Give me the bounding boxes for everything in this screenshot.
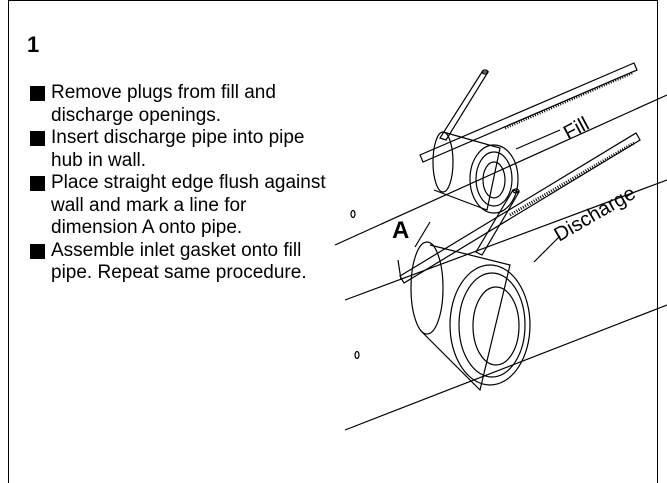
dimension-a-label: A [392, 217, 409, 244]
step-number: 1 [27, 32, 40, 57]
instruction-list: Remove plugs from fill and discharge ope… [30, 82, 330, 285]
instruction-text: Assemble inlet gasket onto fill pipe. Re… [51, 239, 307, 284]
fill-pipe-opening [482, 161, 506, 199]
fill-pipe-wall-end [432, 131, 454, 193]
dimension-a-line [414, 221, 431, 248]
instruction-text: Place straight edge flush against wall a… [51, 172, 326, 238]
dimension-a-line [397, 259, 402, 281]
instruction-text: Insert discharge pipe into pipe hub in w… [51, 127, 305, 171]
fill-marking-pencil [439, 71, 490, 141]
instruction-panel [8, 0, 658, 483]
square-bullet-icon [30, 176, 45, 191]
fill-pipe-inner-ring [475, 151, 513, 207]
wall-hole-icon [354, 350, 360, 360]
discharge-pipe-opening [472, 286, 520, 366]
instruction-item: Assemble inlet gasket onto fill pipe. Re… [30, 240, 330, 285]
instruction-text: Remove plugs from fill and discharge ope… [51, 82, 276, 126]
square-bullet-icon [30, 243, 45, 259]
instruction-item: Insert discharge pipe into pipe hub in w… [30, 127, 330, 172]
discharge-pipe-outer-ring [449, 264, 531, 386]
discharge-marking-pencil [475, 189, 520, 256]
fill-straight-edge [419, 62, 638, 163]
fill-rule-marks [504, 71, 633, 130]
discharge-pipe-wall-end [410, 241, 444, 335]
fill-pipe-outer-ring [469, 144, 519, 214]
discharge-straight-edge [399, 132, 641, 284]
wall-edge-line [334, 94, 667, 246]
discharge-leader-line [533, 235, 561, 263]
wall-edge-line [344, 179, 667, 301]
instruction-item: Place straight edge flush against wall a… [30, 172, 330, 240]
square-bullet-icon [30, 131, 45, 146]
wall-edge-line [344, 304, 667, 431]
wall-hole-icon [350, 209, 356, 219]
discharge-label: Discharge [551, 182, 640, 246]
instruction-item: Remove plugs from fill and discharge ope… [30, 82, 330, 127]
fill-leader-line [515, 129, 561, 150]
discharge-pipe-body [419, 244, 511, 392]
fill-pipe-body [433, 131, 501, 211]
square-bullet-icon [30, 86, 45, 101]
fill-label: Fill [560, 113, 593, 144]
discharge-pipe-mid-ring [458, 272, 526, 378]
